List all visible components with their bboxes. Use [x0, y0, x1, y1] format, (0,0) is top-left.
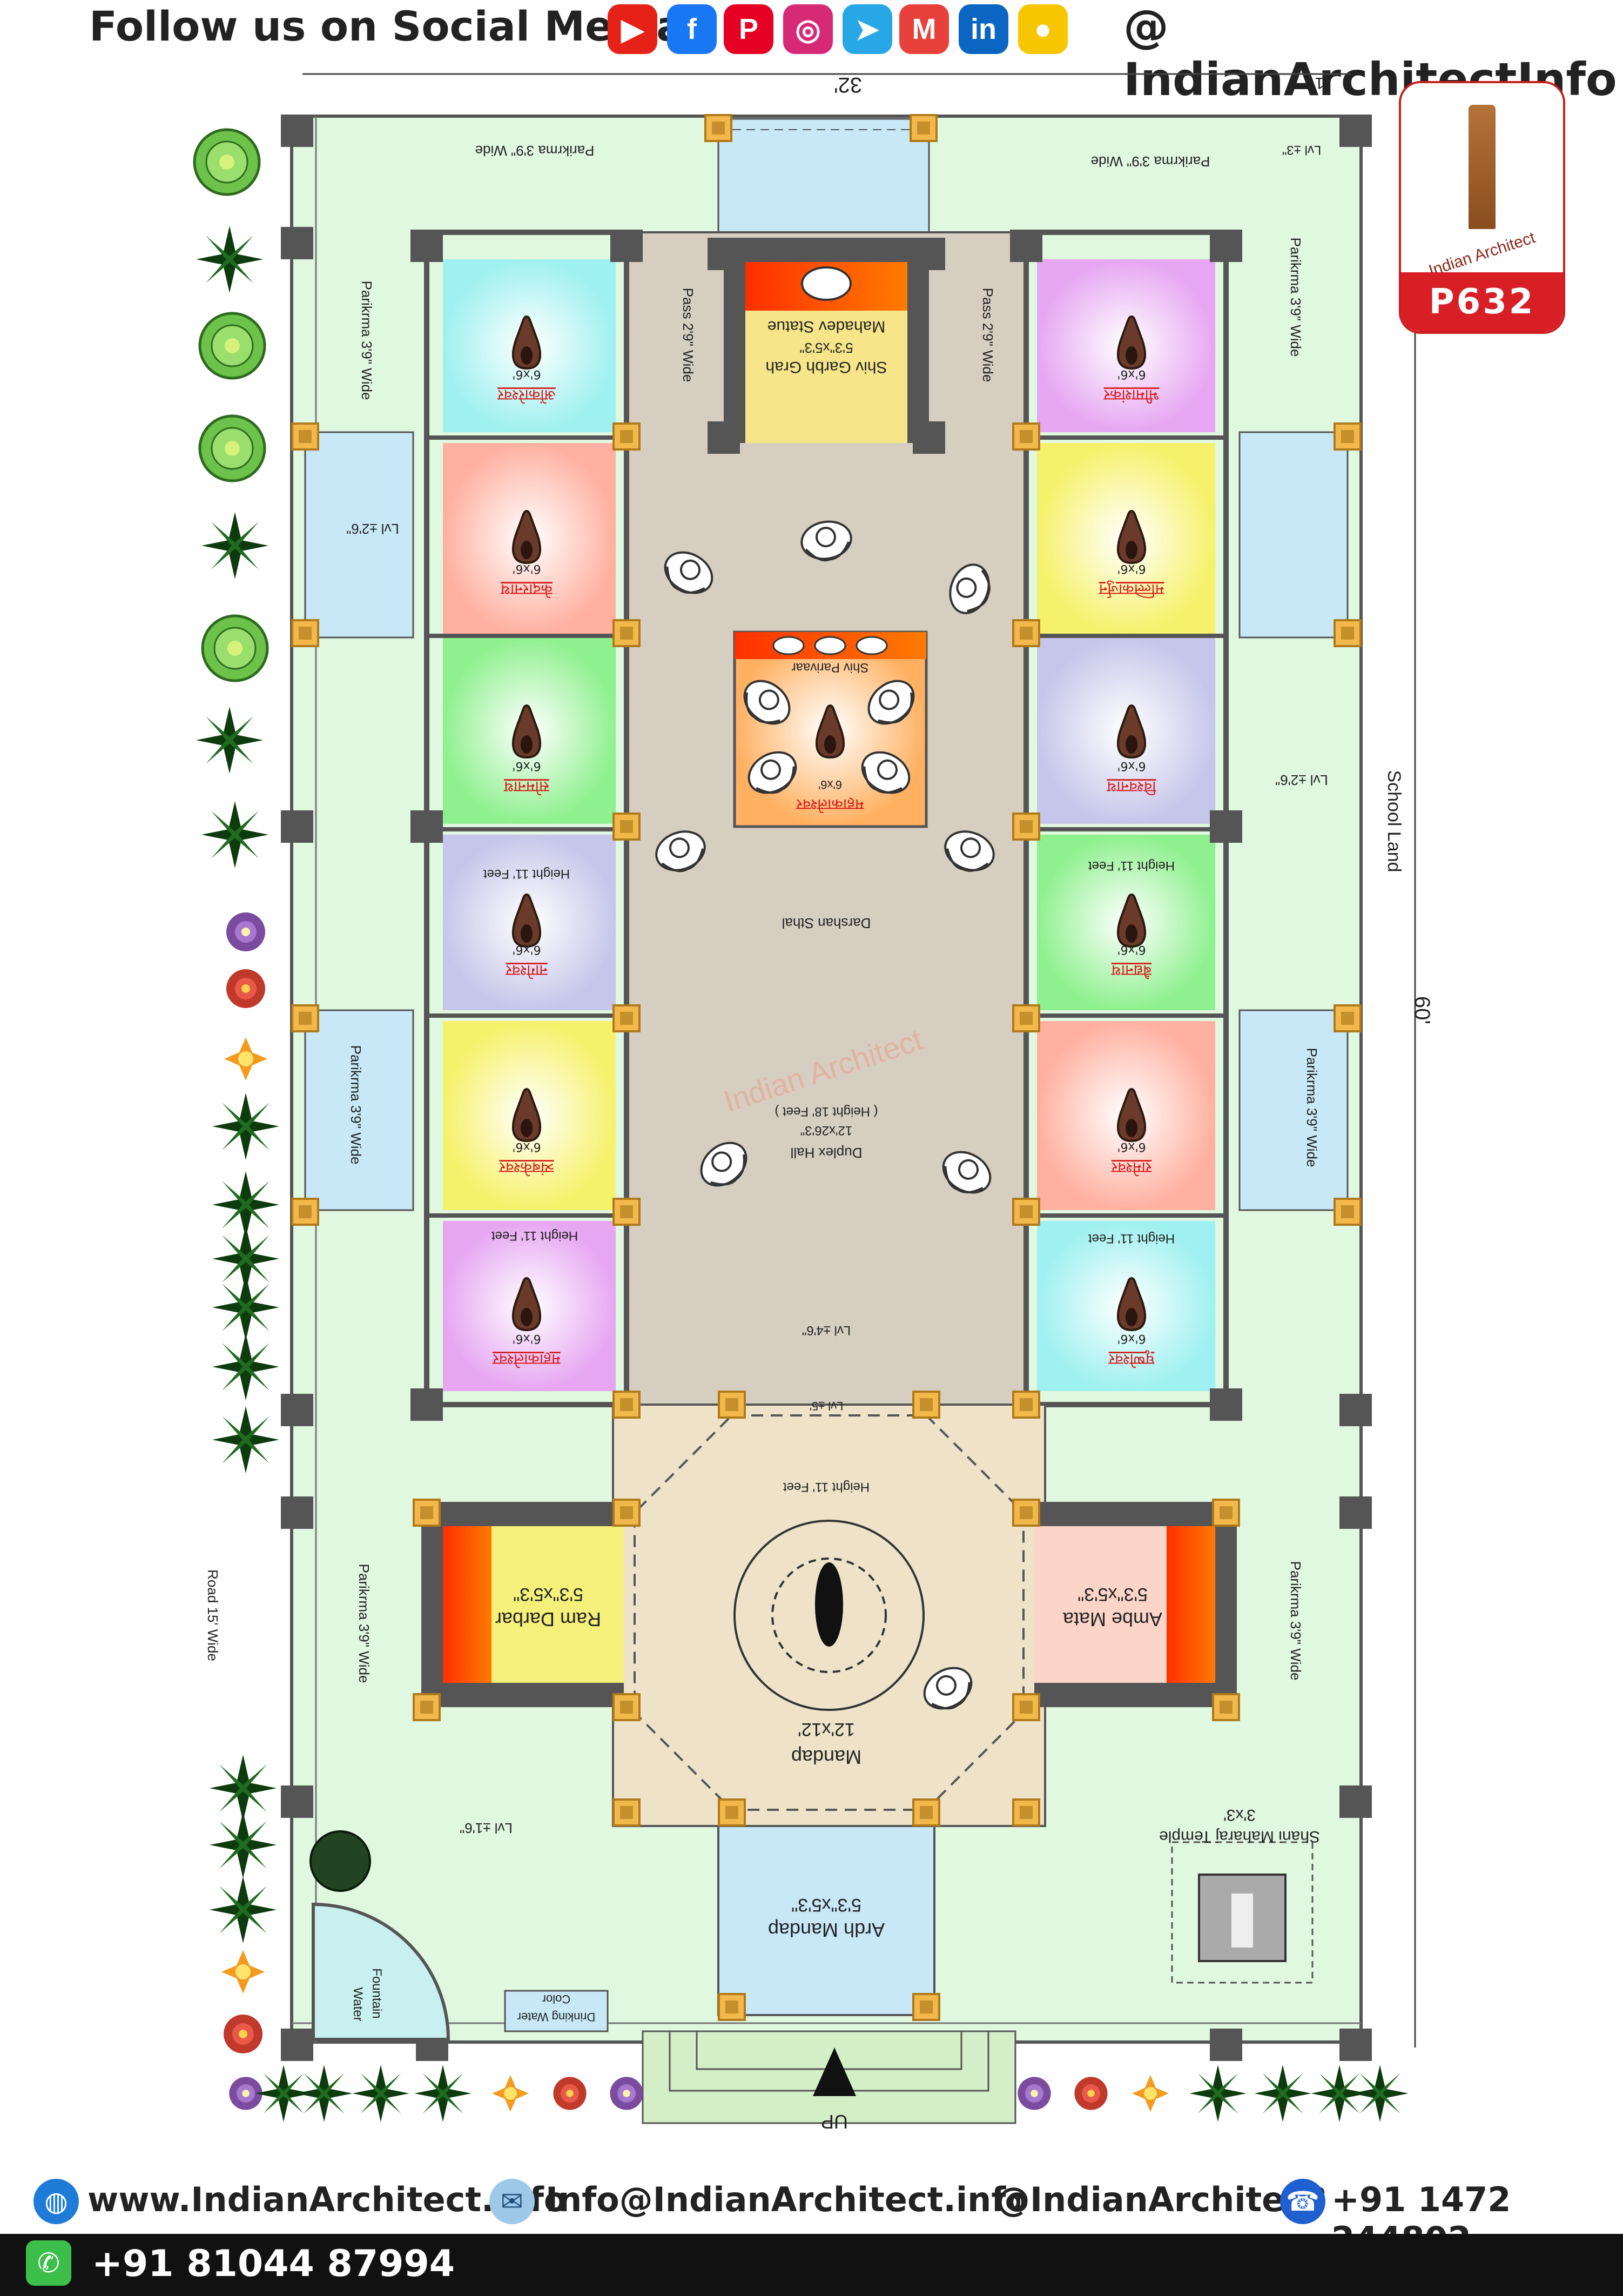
parikrma-right-2: Parikrma 3'9" Wide: [1304, 1048, 1320, 1167]
lvl-hall-label: Lvl ±4'6": [802, 1323, 851, 1338]
lvl-entry-label: Lvl ±5': [810, 1399, 844, 1413]
darshan-label: Darshan Sthal: [782, 915, 871, 931]
right-shrine-size-1: 6'x6': [1117, 562, 1146, 575]
height-mandap: Height 11' Feet: [783, 1480, 870, 1494]
right-shrine-size-5: 6'x6': [1117, 1332, 1146, 1345]
right-shrine-name-2: विश्वनाथ: [1106, 778, 1156, 796]
left-shrine-name-4: त्र्यंबकेश्वर: [499, 1159, 554, 1177]
ram-darbar-title: Ram Darbar: [495, 1608, 601, 1630]
height-left-1: Height 11' Feet: [483, 867, 570, 881]
follow-us-heading: Follow us on Social Media: [89, 2, 684, 50]
ardh-mandap-title: Ardh Mandap: [768, 1919, 885, 1941]
telegram-icon[interactable]: ➤: [843, 4, 892, 54]
drinking-water-label: Drinking Water: [517, 2010, 596, 2024]
fountain-label: Fountain: [369, 1968, 384, 2018]
parikrma-left-2: Parikrma 3'9" Wide: [348, 1045, 364, 1165]
amba-mata-title: Ambe Mata: [1062, 1608, 1162, 1630]
right-shrine-name-0: भीमाशंकर: [1103, 386, 1159, 404]
lvl-bottom-label: Lvl ±1'6": [460, 1820, 513, 1836]
badge-code: P632: [1429, 282, 1536, 322]
linkedin-icon[interactable]: in: [959, 4, 1008, 54]
parikrma-top-right: Parikrma 3'9" Wide: [1091, 153, 1210, 170]
left-shrine-size-5: 6'x6': [512, 1332, 541, 1345]
right-shrine-size-4: 6'x6': [1117, 1140, 1146, 1153]
dim-right-label: 60': [1410, 996, 1434, 1024]
facebook-icon[interactable]: f: [667, 4, 717, 54]
duplex-height: ( Height 18' Feet ): [775, 1104, 878, 1119]
water-label: Water: [351, 1987, 365, 2021]
moj-icon[interactable]: M: [899, 4, 949, 54]
badge-code-panel: P632: [1401, 272, 1563, 332]
lvl-left-label: Lvl ±2'6": [346, 521, 399, 537]
whatsapp-number[interactable]: +91 81044 87994: [92, 2243, 455, 2285]
amba-mata-size: 5'3"x5'3": [1077, 1584, 1148, 1604]
parikrma-top-left: Parikrma 3'9" Wide: [475, 143, 595, 159]
ram-darbar-size: 5'3"x5'3": [513, 1584, 583, 1604]
right-shrine-size-2: 6'x6': [1117, 759, 1146, 773]
left-shrine-name-2: सोमनाथ: [503, 778, 549, 796]
koo-icon[interactable]: ●: [1018, 4, 1068, 54]
right-shrine-size-3: 6'x6': [1117, 943, 1146, 956]
dim-top-label: 32': [834, 73, 862, 97]
left-shrine-size-3: 6'x6': [512, 943, 541, 956]
website-link[interactable]: www.IndianArchitect.info: [87, 2180, 567, 2219]
right-shrine-name-5: घृष्णेश्वर: [1108, 1350, 1154, 1368]
left-shrine-size-0: 6'x6': [512, 367, 541, 381]
right-shrine-name-4: रामेश्वर: [1111, 1159, 1151, 1177]
parikrma-right-3: Parikrma 3'9" Wide: [1288, 1561, 1304, 1681]
parikrma-left-3: Parikrma 3'9" Wide: [356, 1564, 372, 1683]
whatsapp-icon: ✆: [26, 2240, 71, 2286]
parikrma-left-1: Parikrma 3'9" Wide: [359, 281, 375, 400]
left-shrine-name-5: महाकालेश्वर: [493, 1351, 561, 1368]
ardh-mandap-size: 5'3"x5'3": [791, 1895, 861, 1915]
lvl-top-label: Lvl ±3": [1282, 143, 1321, 157]
right-shrine-size-0: 6'x6': [1117, 367, 1146, 381]
garbh-statue: Mahadev Statue: [767, 318, 885, 335]
drinking-color-label: Color: [542, 1992, 571, 2006]
parikrma-right-1: Parikrma 3'9" Wide: [1288, 238, 1304, 357]
shani-size: 3'x3': [1223, 1806, 1256, 1824]
email-link[interactable]: Info@IndianArchitect.info: [546, 2180, 1029, 2219]
shiv-parivaar-label: Shiv Parivaar: [792, 660, 869, 675]
right-shrine-name-3: बैद्यनाथ: [1111, 962, 1151, 979]
left-shrine-size-4: 6'x6': [512, 1140, 541, 1153]
garbh-title: Shiv Garbh Grah: [765, 358, 887, 376]
pinterest-icon[interactable]: P: [724, 4, 773, 54]
pass-left-label: Pass 2'9" Wide: [680, 288, 696, 382]
instagram-icon[interactable]: ◎: [783, 4, 833, 54]
lvl-right-label: Lvl ±2'6": [1275, 772, 1328, 788]
left-shrine-name-0: ओंकारेश्वर: [497, 386, 556, 404]
garbh-size: 5'3"x5'3": [799, 340, 853, 356]
road-label: Road 15' Wide: [205, 1569, 221, 1661]
duplex-size: 12'x26'3": [800, 1123, 852, 1138]
left-shrine-name-3: नागेश्वर: [506, 962, 548, 979]
up-label: UP: [821, 2111, 848, 2133]
shani-title: Shani Maharaj Temple: [1159, 1828, 1320, 1845]
pass-right-label: Pass 2'9" Wide: [980, 288, 996, 382]
left-shrine-size-2: 6'x6': [512, 759, 541, 773]
youtube-icon[interactable]: ▶: [608, 4, 657, 54]
tower-illustration: [1469, 105, 1496, 229]
duplex-title: Duplex Hall: [791, 1145, 863, 1161]
school-land-label: School Land: [1384, 770, 1404, 872]
globe-icon: ◍: [33, 2179, 79, 2224]
height-left-2: Height 11' Feet: [491, 1228, 578, 1243]
whatsapp-bar: ✆ +91 81044 87994: [0, 2234, 1623, 2296]
twitter-handle[interactable]: @IndianArchitec3: [996, 2180, 1328, 2219]
mandap-title: Mandap: [791, 1746, 861, 1768]
right-shrine-name-1: मल्लिकार्जुन: [1099, 580, 1164, 599]
height-right-1: Height 11' Feet: [1088, 858, 1175, 873]
brand-badge: Indian Architect P632: [1399, 81, 1565, 334]
phone-icon: ☎: [1280, 2179, 1325, 2224]
center-shrine-name: महाकालेश्वर: [796, 796, 864, 814]
left-shrine-size-1: 6'x6': [512, 562, 541, 575]
mail-icon: ✉: [489, 2179, 535, 2224]
mandap-size: 12'x12': [798, 1719, 855, 1740]
center-shrine-size: 6'x6': [818, 778, 842, 791]
dim-top-small-label: 1': [1312, 74, 1324, 92]
height-right-2: Height 11' Feet: [1088, 1231, 1175, 1246]
left-shrine-name-1: केदारनाथ: [500, 581, 553, 599]
